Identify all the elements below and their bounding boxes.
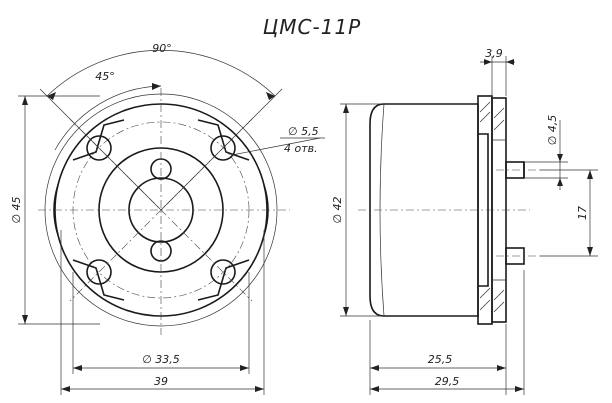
width-label: 39: [154, 375, 168, 388]
mounting-hole: [86, 259, 112, 285]
angle-90-label: 90°: [152, 42, 172, 55]
hole-diameter-label: ∅ 5,5: [288, 125, 319, 138]
hole-count-label: 4 отв.: [284, 142, 318, 155]
pin-diameter-label: ∅ 4,5: [546, 115, 559, 146]
mounting-hole: [210, 135, 236, 161]
body-length-label: 25,5: [428, 353, 453, 366]
flange-thickness-label: 3,9: [485, 47, 503, 60]
mounting-hole: [86, 135, 112, 161]
mounting-hole: [210, 259, 236, 285]
drawing-title: ЦМС-11Р: [263, 15, 361, 39]
side-view: 3,9 ∅ 4,5 17 ∅ 42 25,5 29,5: [331, 47, 598, 395]
front-view: 90° 45° ∅ 5,5 4 отв. ∅ 45 ∅ 33,5 39: [10, 42, 325, 395]
bolt-circle-label: ∅ 33,5: [142, 353, 180, 366]
mounting-holes: [86, 135, 236, 285]
outer-diameter-label: ∅ 45: [10, 196, 23, 223]
body-diameter-label: ∅ 42: [331, 196, 344, 223]
pin-spacing-label: 17: [576, 206, 589, 220]
total-length-label: 29,5: [435, 375, 460, 388]
angle-90-arc: [46, 49, 276, 97]
angle-45-label: 45°: [95, 70, 115, 83]
angle-45-arc: [54, 85, 162, 151]
